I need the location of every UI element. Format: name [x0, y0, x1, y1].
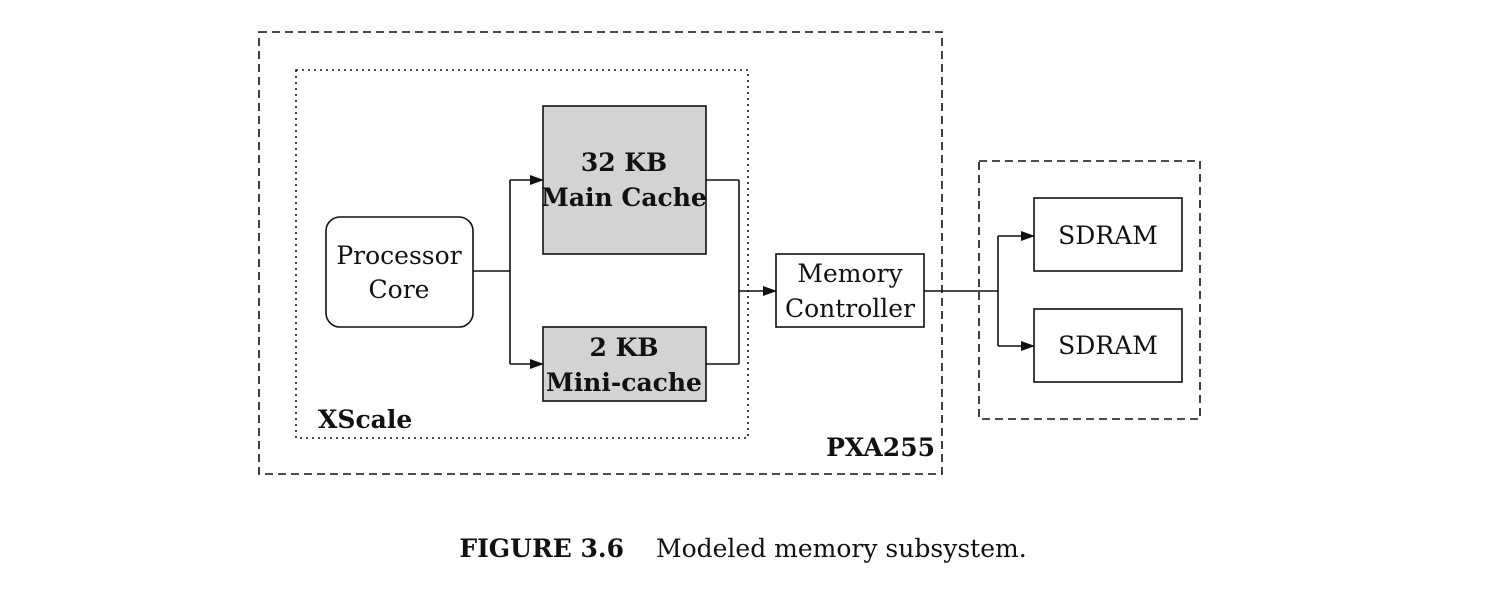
memory-controller-line1: Memory: [797, 259, 903, 288]
xscale-label: XScale: [318, 405, 412, 434]
sdram-boundary: [978, 160, 1201, 420]
cache-to-controller-connectors: [706, 179, 777, 365]
main-cache-box: [542, 105, 707, 255]
mini-cache-line1: 2 KB: [590, 333, 659, 362]
memory-subsystem-diagram: PXA255 XScale Processor Core 32 KB Main …: [258, 31, 1201, 475]
memory-controller-line2: Controller: [785, 294, 915, 323]
processor-to-cache-connectors: [473, 175, 544, 369]
pxa255-label: PXA255: [826, 433, 935, 462]
sdram-top-box: [1033, 197, 1183, 272]
main-cache-line2: Main Cache: [541, 183, 707, 212]
figure-caption: FIGURE 3.6 Modeled memory subsystem.: [0, 534, 1486, 563]
xscale-boundary: [295, 69, 749, 439]
pxa255-boundary: [258, 31, 943, 475]
processor-core-line1: Processor: [336, 241, 461, 270]
sdram-top-label: SDRAM: [1058, 221, 1158, 250]
figure-number: FIGURE 3.6: [459, 534, 624, 563]
sdram-bottom-label: SDRAM: [1058, 331, 1158, 360]
figure-caption-text: Modeled memory subsystem.: [655, 534, 1027, 563]
main-cache-line1: 32 KB: [581, 148, 667, 177]
memory-controller-box: [775, 253, 925, 328]
mini-cache-line2: Mini-cache: [546, 368, 702, 397]
controller-to-sdram-connectors: [924, 231, 1035, 351]
processor-core-line2: Core: [369, 275, 430, 304]
sdram-bottom-box: [1033, 308, 1183, 383]
processor-core-box: [325, 216, 474, 328]
